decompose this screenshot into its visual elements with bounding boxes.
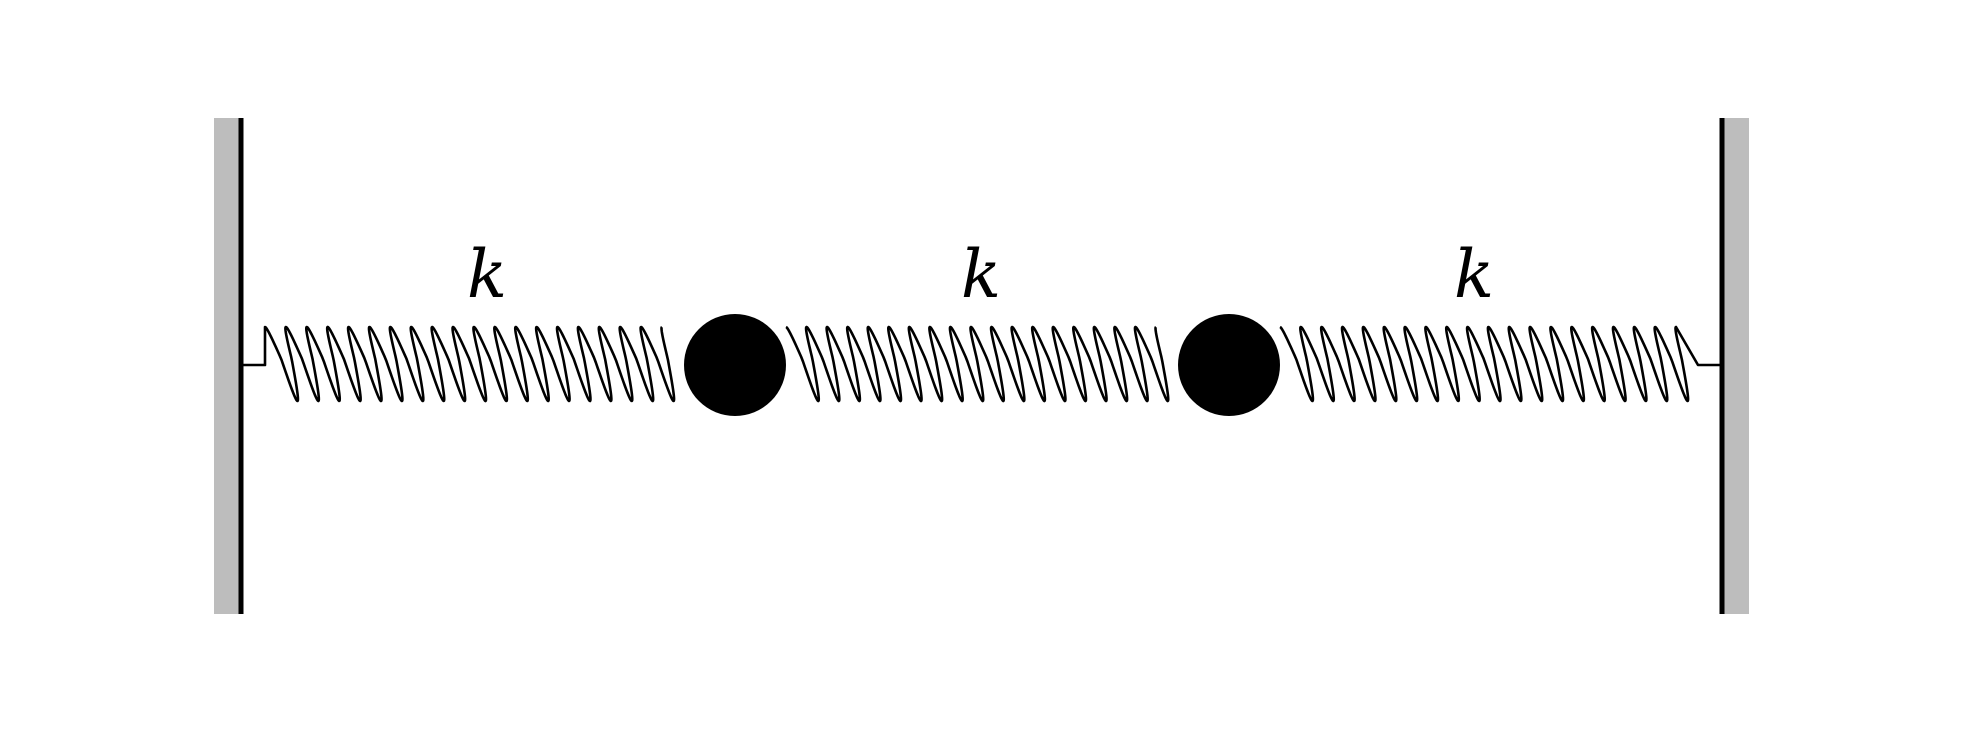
spring-3-label: k [1454, 236, 1494, 313]
labels-layer: k k k [467, 236, 1494, 313]
spring-1-label: k [467, 236, 507, 313]
springs-layer [241, 325, 1722, 403]
left-wall [214, 118, 244, 614]
masses-layer [684, 314, 1280, 416]
right-wall [1719, 118, 1749, 614]
spring-3 [1279, 325, 1722, 403]
spring-2 [785, 325, 1170, 403]
mass-1 [684, 314, 786, 416]
right-wall-fill [1722, 118, 1749, 614]
spring-1 [241, 325, 676, 403]
mass-2 [1178, 314, 1280, 416]
spring-2-label: k [961, 236, 1001, 313]
left-wall-fill [214, 118, 241, 614]
